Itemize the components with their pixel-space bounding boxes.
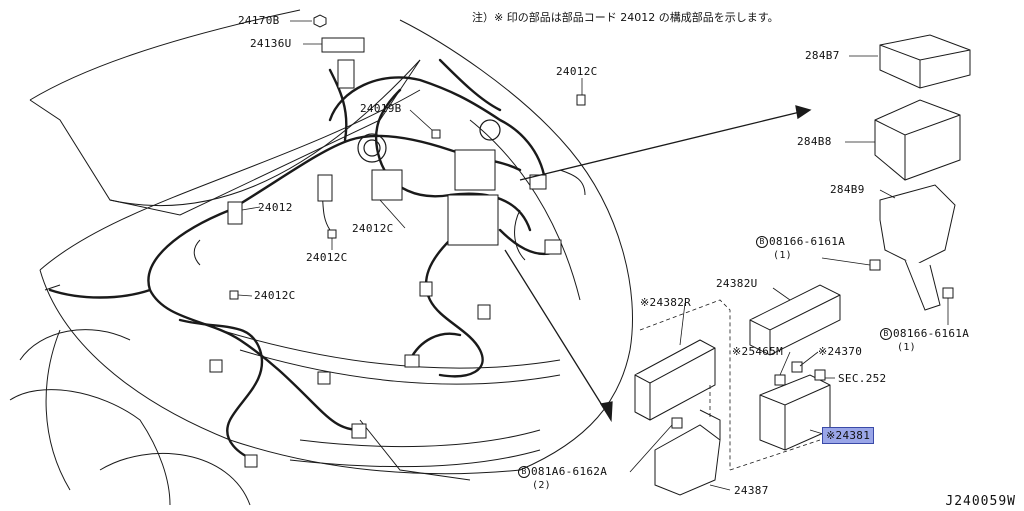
part-label-24012C-low: 24012C [306, 251, 348, 264]
bolt-symbol: B [880, 328, 892, 340]
parts-note: 注）※ 印の部品は部品コード 24012 の構成部品を示します。 [472, 11, 779, 24]
part-label-24382U: 24382U [716, 277, 758, 290]
diagram-reference-id: J240059W [945, 494, 1016, 509]
bolt-symbol: B [518, 466, 530, 478]
part-label-284B8: 284B8 [797, 135, 832, 148]
part-label-24370: ※24370 [818, 345, 863, 358]
part-label-24136U: 24136U [250, 37, 292, 50]
bolt-qty-081A6: (2) [532, 480, 551, 491]
part-label-25465M: ※25465M [732, 345, 784, 358]
part-label-24012C-left: 24012C [254, 289, 296, 302]
connector-branches [44, 169, 586, 291]
part-24381-highlight: ※24381 [822, 427, 875, 444]
harness-cables [48, 58, 562, 462]
part-label-24170B: 24170B [238, 14, 280, 27]
sec-252-reference: SEC.252 [838, 372, 887, 385]
part-label-24012: 24012 [258, 201, 293, 214]
leader-lines [237, 20, 949, 491]
part-label-284B9: 284B9 [830, 183, 865, 196]
fuse-box-exploded-parts [634, 34, 971, 496]
part-label-24381-highlighted: ※24381 [822, 427, 875, 444]
part-label-24012C-mid: 24012C [352, 222, 394, 235]
part-label-284B7: 284B7 [805, 49, 840, 62]
pointer-arrows [504, 105, 812, 423]
part-label-24382R: ※24382R [640, 296, 692, 309]
bolt-qty-lower: (1) [897, 342, 916, 353]
clip-bolts [229, 14, 954, 429]
bolt-qty-upper: (1) [773, 250, 792, 261]
bolt-symbol: B [756, 236, 768, 248]
grommet-rings [357, 119, 501, 163]
part-label-24019B: 24019B [360, 102, 402, 115]
part-label-24012C-top: 24012C [556, 65, 598, 78]
connector-blocks [209, 37, 562, 468]
assembly-dashed-lines [639, 299, 821, 471]
part-label-24387: 24387 [734, 484, 769, 497]
